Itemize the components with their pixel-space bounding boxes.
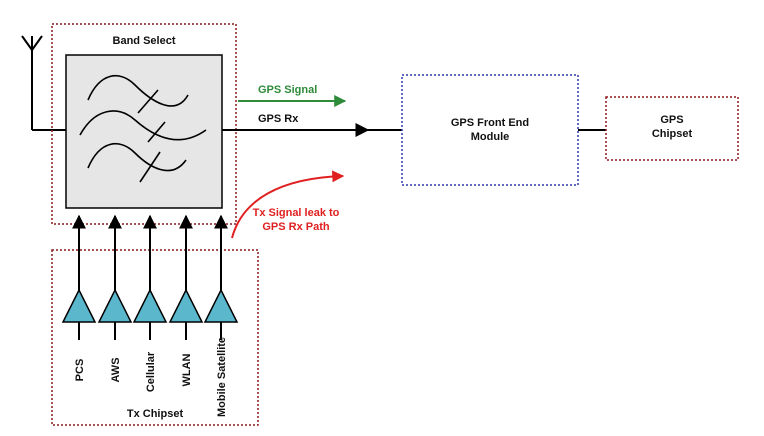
- amp-label-wlan: WLAN: [181, 353, 193, 386]
- amplifier-mobile-satellite: Mobile Satellite: [203, 214, 239, 417]
- tx-chipset-title: Tx Chipset: [127, 408, 184, 420]
- gps-front-end-line2: Module: [471, 131, 510, 143]
- amp-label-pcs: PCS: [74, 359, 86, 382]
- tx-leak-label-line1: Tx Signal leak to: [253, 207, 340, 219]
- amp-label-aws: AWS: [110, 357, 122, 382]
- band-select-title: Band Select: [113, 35, 176, 47]
- tx-chipset-box: [51, 249, 259, 426]
- amplifier-pcs: PCS: [61, 214, 97, 382]
- gps-chipset-box: [605, 96, 739, 161]
- amplifier-aws: AWS: [97, 214, 133, 383]
- filter-wave-icon: [79, 75, 207, 183]
- gps-signal-label: GPS Signal: [258, 84, 317, 96]
- gps-front-end-line1: GPS Front End: [451, 117, 529, 129]
- amp-label-cellular: Cellular: [145, 351, 157, 392]
- antenna-icon: [21, 35, 66, 131]
- amplifier-cellular: Cellular: [132, 214, 168, 392]
- gps-front-end-box: [401, 74, 579, 186]
- band-select-filter: [65, 54, 223, 209]
- amp-label-mobile-satellite: Mobile Satellite: [216, 337, 228, 417]
- amplifier-wlan: WLAN: [168, 214, 204, 387]
- tx-leak-label-line2: GPS Rx Path: [262, 221, 330, 233]
- gps-chipset-line2: Chipset: [652, 128, 693, 140]
- gps-rx-label: GPS Rx: [258, 113, 299, 125]
- tx-leak-arrow: [231, 170, 345, 239]
- gps-chipset-line1: GPS: [660, 114, 683, 126]
